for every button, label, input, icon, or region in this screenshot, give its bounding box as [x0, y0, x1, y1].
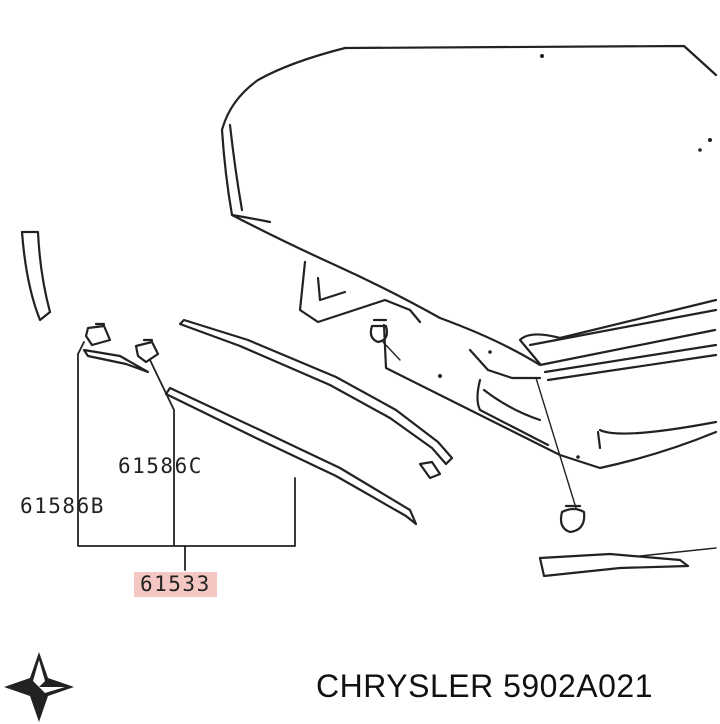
brand-part-caption: CHRYSLER 5902A021	[316, 668, 653, 704]
callout-lines	[77, 341, 296, 571]
left-trim-strip	[20, 230, 52, 322]
hood-rubber-strip	[164, 386, 418, 526]
hood-seal-strip	[178, 318, 454, 480]
clip-61586b-drawing	[82, 322, 150, 374]
chrysler-pentastar-icon	[4, 652, 74, 722]
part-label-61586b: 61586B	[20, 494, 105, 518]
clip-61586c-drawing	[134, 338, 160, 364]
part-label-61586c: 61586C	[118, 454, 203, 478]
part-label-61533: 61533	[134, 572, 217, 597]
hood-panel	[220, 44, 718, 534]
lower-trim-strip	[538, 547, 717, 578]
